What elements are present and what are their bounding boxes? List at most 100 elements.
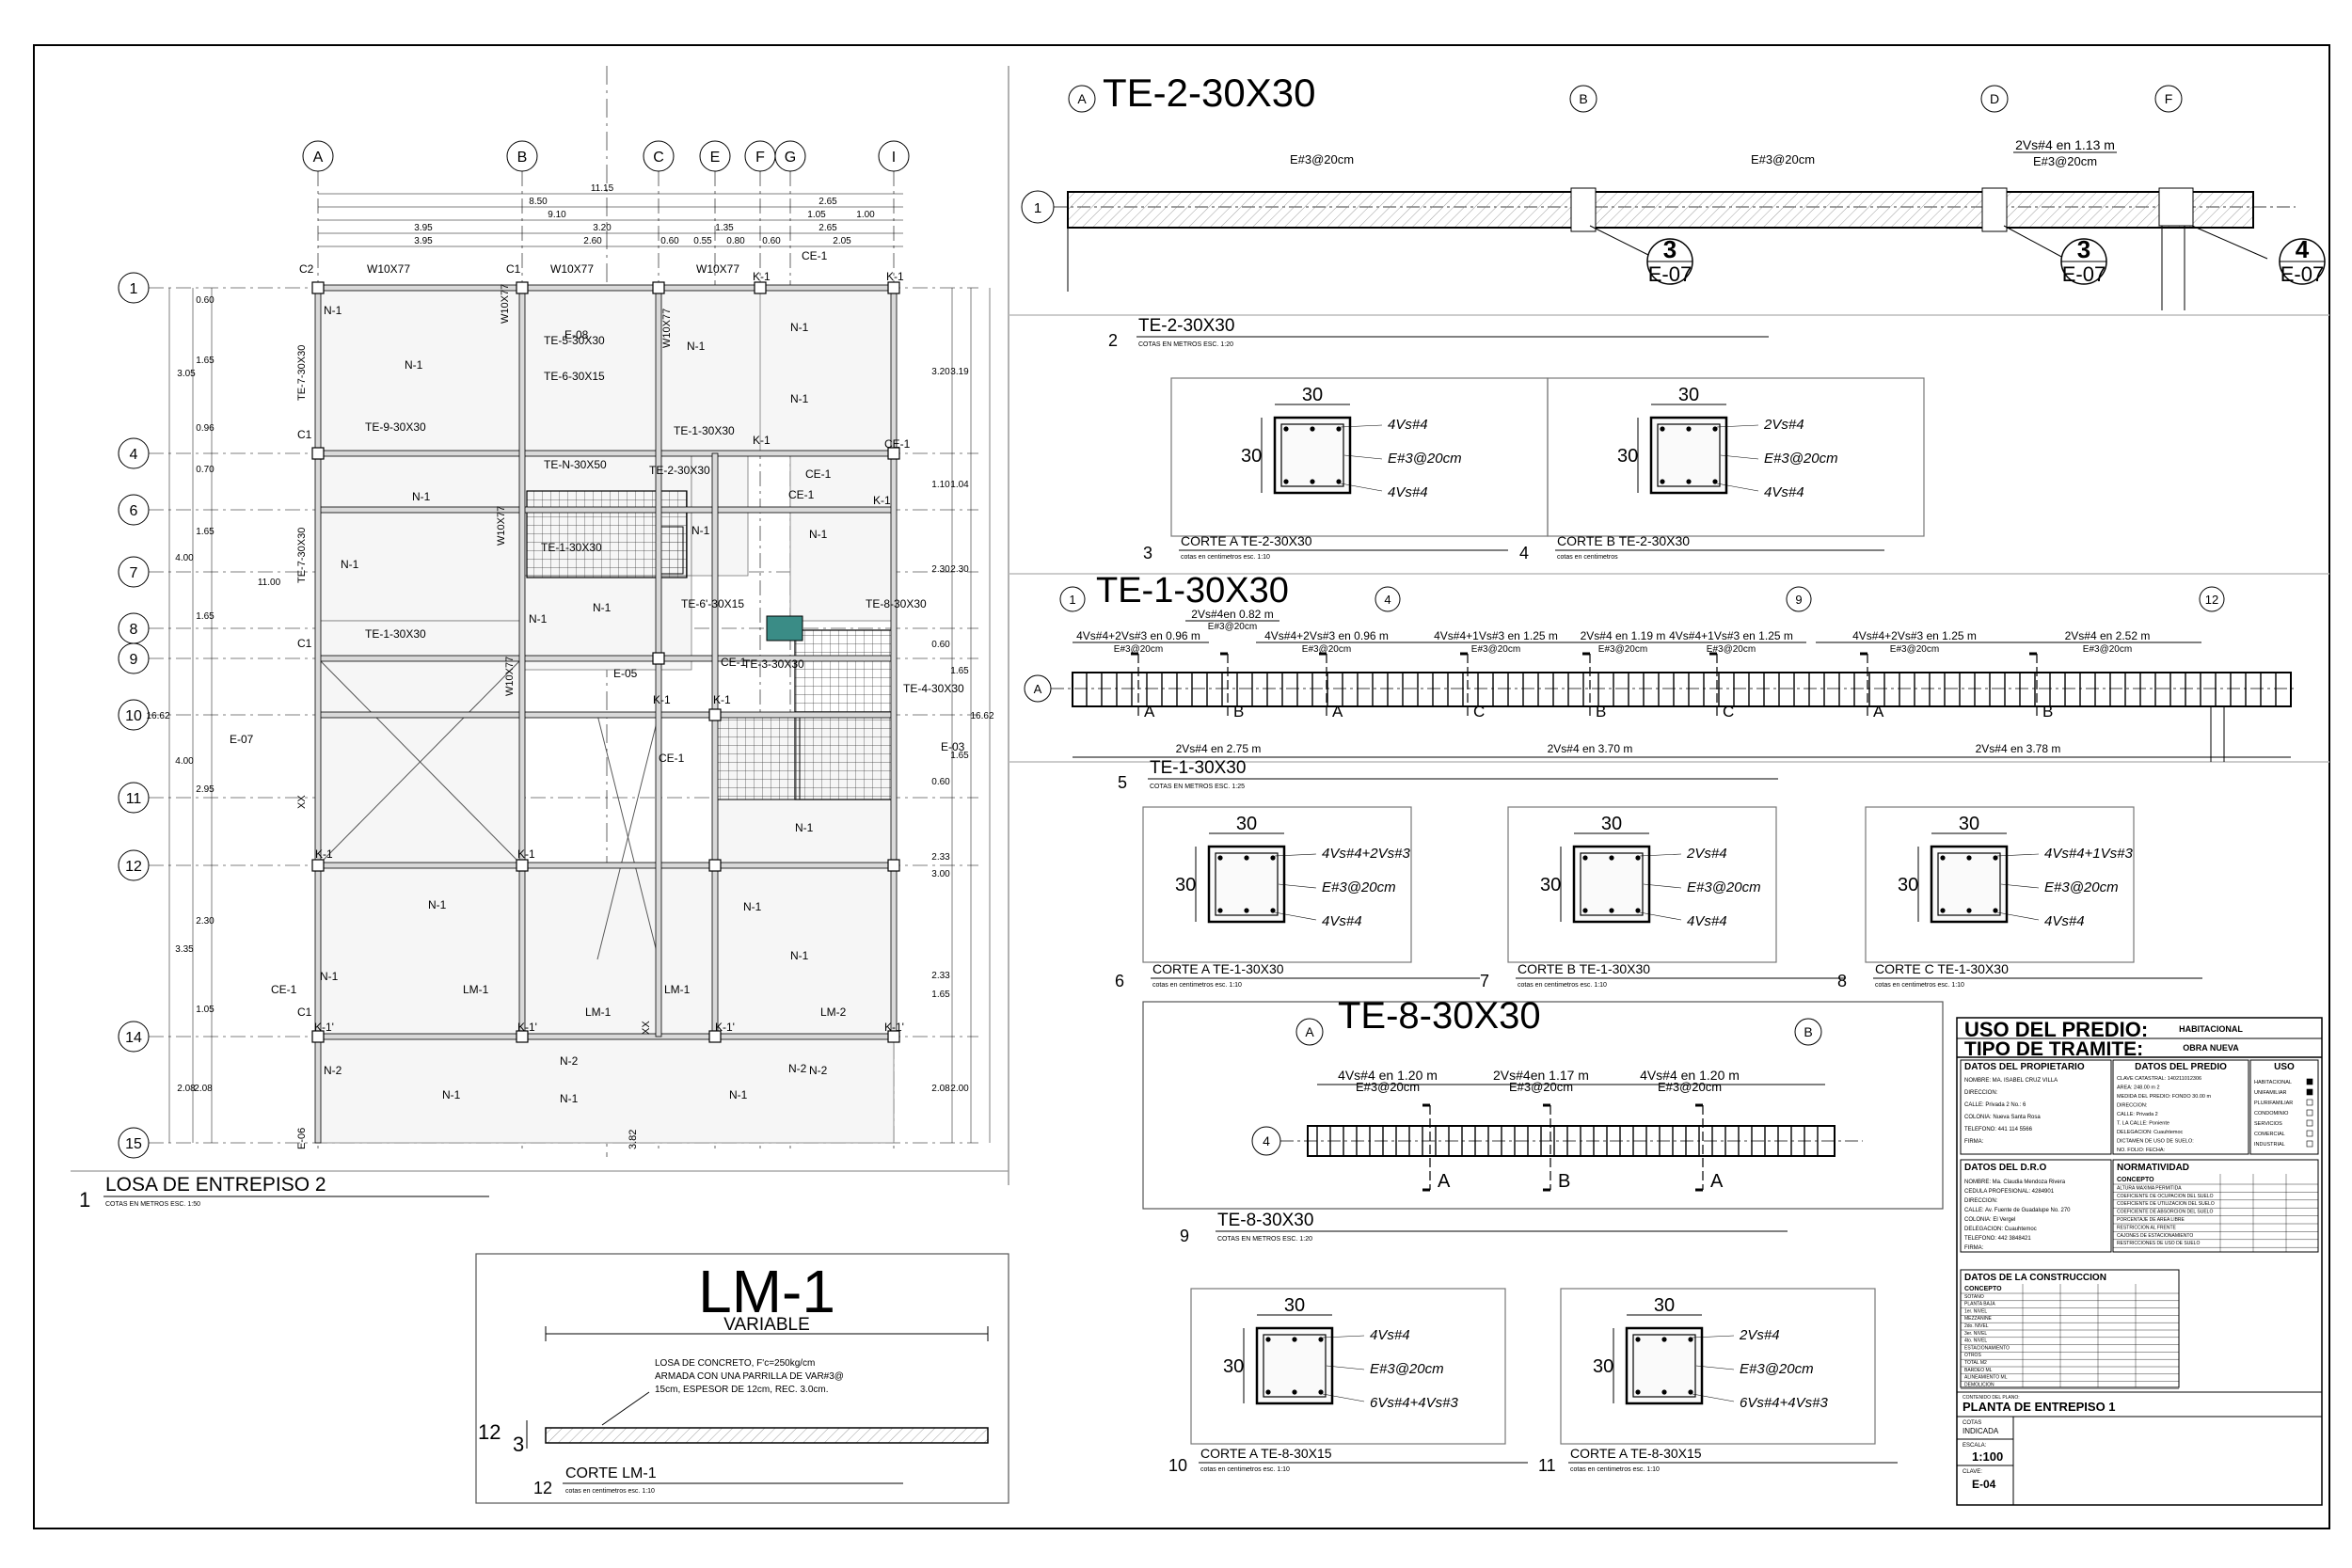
dim-right: 1.65 — [950, 666, 969, 676]
plan-label: N-1 — [320, 970, 339, 983]
grid-row-label: 9 — [130, 652, 138, 668]
dim-top: 1.00 — [856, 210, 875, 220]
plan-label: N-1 — [790, 321, 809, 334]
beam-line — [317, 284, 895, 292]
dim-left: 11.00 — [258, 578, 281, 588]
plan-label: TE-1-30X30 — [674, 424, 735, 437]
plan-caption-title: LOSA DE ENTREPISO 2 — [105, 1174, 326, 1196]
plan-label: N-1 — [324, 304, 342, 317]
grid-row-label: 4 — [130, 447, 138, 463]
grid-row-label: 1 — [130, 281, 138, 297]
te2-caption-number: 2 — [1108, 331, 1118, 350]
plan-label: N-1 — [687, 340, 706, 353]
rebar-dot — [1609, 855, 1614, 861]
dim-top: 2.65 — [818, 223, 837, 233]
te8-stirrups — [1316, 1126, 1819, 1156]
te2-callout-3-sheet: E-07 — [2280, 262, 2324, 286]
section-dim-width: 30 — [1678, 385, 1699, 405]
section-rebar-top: 4Vs#4+2Vs#3 — [1322, 846, 1410, 862]
plan-label: N-1 — [412, 490, 431, 503]
section-rebar-top: 2Vs#4 — [1686, 846, 1727, 862]
te8-label: 2Vs#4en 1.17 m — [1493, 1068, 1589, 1083]
dim-right: 0.60 — [931, 777, 950, 787]
te1-grid-4: 4 — [1384, 593, 1391, 607]
tb-uso-options: HABITACIONALUNIFAMILIARPLURIFAMILIARCOND… — [2254, 1078, 2313, 1148]
grid-col-label: G — [785, 150, 796, 166]
plan-label: C1 — [506, 262, 521, 276]
te1-elevation: TE-1-30X30 1 4 9 12 A 4Vs#4+2Vs#3 en 0.9… — [1024, 571, 2296, 792]
section-rebar-bottom: 6Vs#4+4Vs#3 — [1740, 1395, 1828, 1411]
plan-beams — [311, 281, 900, 1144]
te2-callout-1-sheet: E-07 — [1648, 262, 1692, 286]
section-caption-title: CORTE B TE-2-30X30 — [1557, 533, 1690, 548]
plan-label: TE-1-30X30 — [541, 541, 602, 554]
te8-elevation: A TE-8-30X30 B 4 4Vs#4 en 1.20 mE#3@20cm… — [1142, 995, 1944, 1245]
column — [887, 859, 900, 872]
tb-dro-line: FIRMA: — [1964, 1245, 1984, 1251]
te8-label: E#3@20cm — [1356, 1080, 1420, 1094]
title-block: USO DEL PREDIO: HABITACIONAL TIPO DE TRA… — [1956, 1017, 2323, 1506]
tb-escala-value: 1:100 — [1972, 1449, 2003, 1464]
rebar-dot — [1609, 908, 1614, 913]
tb-uso-checkbox — [2306, 1078, 2313, 1085]
rebar-dot — [1217, 908, 1223, 913]
section-caption-title: CORTE A TE-8-30X15 — [1570, 1446, 1702, 1461]
grid-row-label: 6 — [130, 503, 138, 519]
plan-label: E-07 — [230, 733, 254, 746]
grid-col-label: E — [710, 150, 721, 166]
plan-label: N-1 — [428, 898, 447, 911]
rebar-dot — [1688, 1337, 1693, 1342]
te2-grid-1: 1 — [1034, 200, 1041, 216]
plan-label: E-08 — [564, 328, 589, 341]
column — [708, 859, 722, 872]
tb-dro-lines: NOMBRE: Ma. Claudia Mendoza RiveraCEDULA… — [1964, 1180, 2071, 1251]
tb-norma-line: CAJONES DE ESTACIONAMIENTO — [2117, 1233, 2193, 1239]
te1-label: 4Vs#4+1Vs#3 en 1.25 m — [1434, 629, 1558, 642]
te1-label: 2Vs#4en 0.82 m — [1191, 608, 1273, 621]
grid-col-label: F — [755, 150, 765, 166]
plan-label: TE-7-30X30 — [296, 345, 308, 401]
section-caption-number: 11 — [1538, 1456, 1556, 1475]
beam-line — [711, 452, 719, 1037]
plan-label: N-1 — [442, 1088, 461, 1101]
tb-const-head: DATOS DE LA CONSTRUCCION — [1964, 1273, 2106, 1283]
dim-left: 4.00 — [175, 756, 194, 767]
section-rebar-stirrup: E#3@20cm — [1740, 1361, 1814, 1377]
section-caption-note: cotas en centimetros esc. 1:10 — [1875, 982, 1964, 989]
plan-label: W10X77 — [496, 506, 507, 546]
rebar-dot — [1283, 426, 1289, 432]
tb-propietario-head: DATOS DEL PROPIETARIO — [1964, 1062, 2085, 1072]
tb-contenido-label: CONTENIDO DEL PLANO: — [1963, 1395, 2020, 1401]
dim-left: 1.05 — [196, 1005, 215, 1015]
beam-line — [317, 1033, 895, 1040]
dim-right: 2.08 — [931, 1084, 950, 1094]
plan-label: N-1 — [790, 949, 809, 962]
plan-label: TE-8-30X30 — [866, 597, 927, 610]
column — [652, 652, 665, 665]
lm1-desc-1: LOSA DE CONCRETO, F'c=250kg/cm — [655, 1358, 815, 1369]
rebar-dot — [1993, 855, 1998, 861]
plan-label: CE-1 — [788, 488, 815, 501]
te2-callout-1-num: 3 — [1663, 235, 1677, 263]
rebar-dot — [1688, 1389, 1693, 1395]
tb-uso-head: USO — [2274, 1062, 2295, 1072]
tb-tramite-label: TIPO DE TRAMITE: — [1964, 1038, 2143, 1060]
beam-line — [314, 287, 322, 1144]
te2-bar-3: 2Vs#4 en 1.13 m — [2015, 137, 2115, 152]
section-rebar-stirrup: E#3@20cm — [1370, 1361, 1444, 1377]
tb-clave-label: CLAVE: — [1963, 1469, 1982, 1475]
plan-label: C2 — [299, 262, 314, 276]
slab-panel — [521, 287, 660, 454]
tb-propietario-line: FIRMA: — [1964, 1139, 1984, 1145]
slab-panel — [789, 452, 895, 622]
plan-label: N-2 — [324, 1064, 342, 1077]
plan-label: XX — [296, 795, 308, 809]
te8-label: E#3@20cm — [1658, 1080, 1722, 1094]
beam-line — [317, 506, 895, 514]
rebar-dot — [1318, 1389, 1324, 1395]
tb-const-line: BARDEO ML — [1964, 1368, 1993, 1373]
